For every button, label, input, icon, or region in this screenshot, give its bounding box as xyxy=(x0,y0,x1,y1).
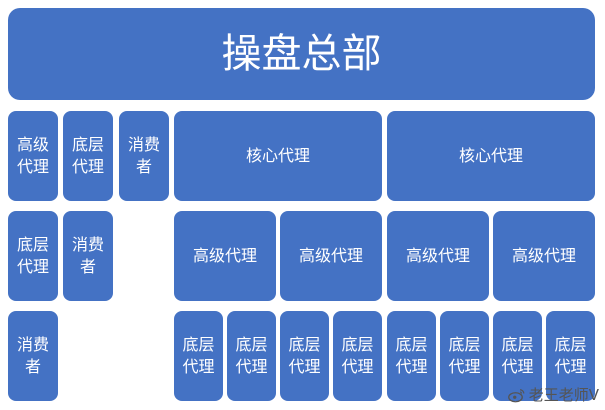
base-agent-box: 底层 代理 xyxy=(8,211,58,301)
hq-box: 操盘总部 xyxy=(8,8,595,100)
watermark: 老王老师V xyxy=(507,386,599,404)
base-agent-box: 底层 代理 xyxy=(440,311,489,401)
senior-agent-box: 高级 代理 xyxy=(8,111,58,201)
base-agent-box: 底层 代理 xyxy=(493,311,542,401)
senior-agent-box: 高级代理 xyxy=(174,211,276,301)
consumer-box: 消费 者 xyxy=(63,211,113,301)
consumer-box: 消费 者 xyxy=(119,111,169,201)
base-agent-box: 底层 代理 xyxy=(546,311,595,401)
core-agent-box: 核心代理 xyxy=(174,111,382,201)
base-agent-box: 底层 代理 xyxy=(387,311,436,401)
base-agent-box: 底层 代理 xyxy=(333,311,382,401)
senior-agent-box: 高级代理 xyxy=(280,211,382,301)
base-agent-box: 底层 代理 xyxy=(227,311,276,401)
base-agent-box: 底层 代理 xyxy=(63,111,113,201)
watermark-text: 老王老师V xyxy=(528,386,599,404)
consumer-box: 消费 者 xyxy=(8,311,58,401)
base-agent-box: 底层 代理 xyxy=(174,311,223,401)
core-agent-box: 核心代理 xyxy=(387,111,595,201)
weibo-icon xyxy=(507,389,525,403)
base-agent-box: 底层 代理 xyxy=(280,311,329,401)
senior-agent-box: 高级代理 xyxy=(387,211,489,301)
senior-agent-box: 高级代理 xyxy=(493,211,595,301)
